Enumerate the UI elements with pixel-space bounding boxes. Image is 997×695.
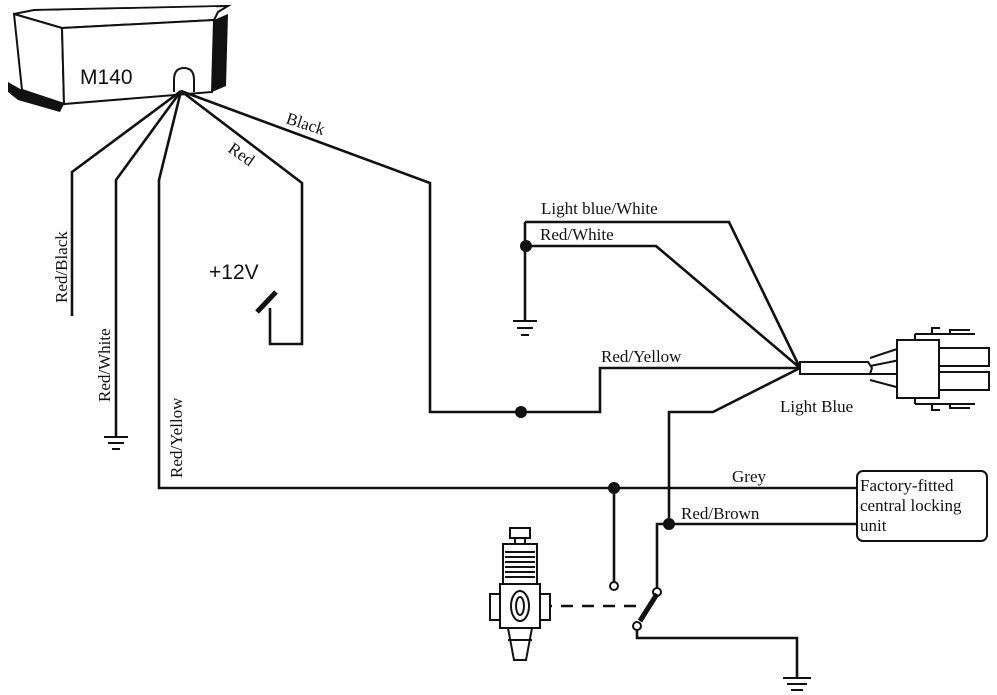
label-red-brown: Red/Brown [681, 504, 760, 523]
central-locking-unit: Factory-fitted central locking unit [856, 470, 988, 542]
junction-dot-black [515, 406, 527, 418]
wire-red-yellow [157, 90, 857, 490]
wire-red-brown [655, 522, 857, 588]
central-locking-line2: central locking [860, 496, 962, 515]
wire-light-blue [667, 366, 801, 524]
ground-symbol-center [513, 320, 537, 336]
label-grey: Grey [732, 467, 766, 486]
central-locking-line3: unit [860, 516, 887, 535]
label-red-white-2: Red/White [540, 225, 614, 244]
label-black: Black [284, 109, 328, 139]
harness-connector [799, 327, 990, 411]
junction-dot-grey [608, 482, 620, 494]
central-locking-line1: Factory-fitted [860, 476, 954, 495]
door-pin-switch-icon [489, 527, 551, 661]
door-contact-switch [609, 581, 811, 691]
label-red-yellow-2: Red/Yellow [601, 347, 682, 366]
module-label: M140 [80, 66, 133, 89]
ground-symbol-red-white [104, 436, 128, 450]
label-red-yellow: Red/Yellow [167, 397, 186, 478]
junction-dot-ground [520, 240, 532, 252]
label-light-blue-white: Light blue/White [541, 199, 658, 218]
wire-black [180, 89, 800, 414]
wire-red [180, 89, 304, 346]
label-red-black: Red/Black [52, 231, 71, 303]
label-red: Red [225, 139, 259, 171]
junction-dot-red-brown [663, 518, 675, 530]
supply-label: +12V [209, 261, 259, 284]
label-light-blue: Light Blue [780, 397, 853, 416]
wire-red-white-2 [525, 244, 801, 369]
wire-red-white [114, 90, 183, 436]
wire-light-blue-white [525, 220, 802, 369]
switch-12v: +12V [209, 261, 278, 314]
label-red-white: Red/White [95, 328, 114, 402]
m140-module: M140 [8, 4, 232, 112]
wire-red-black [70, 89, 182, 316]
